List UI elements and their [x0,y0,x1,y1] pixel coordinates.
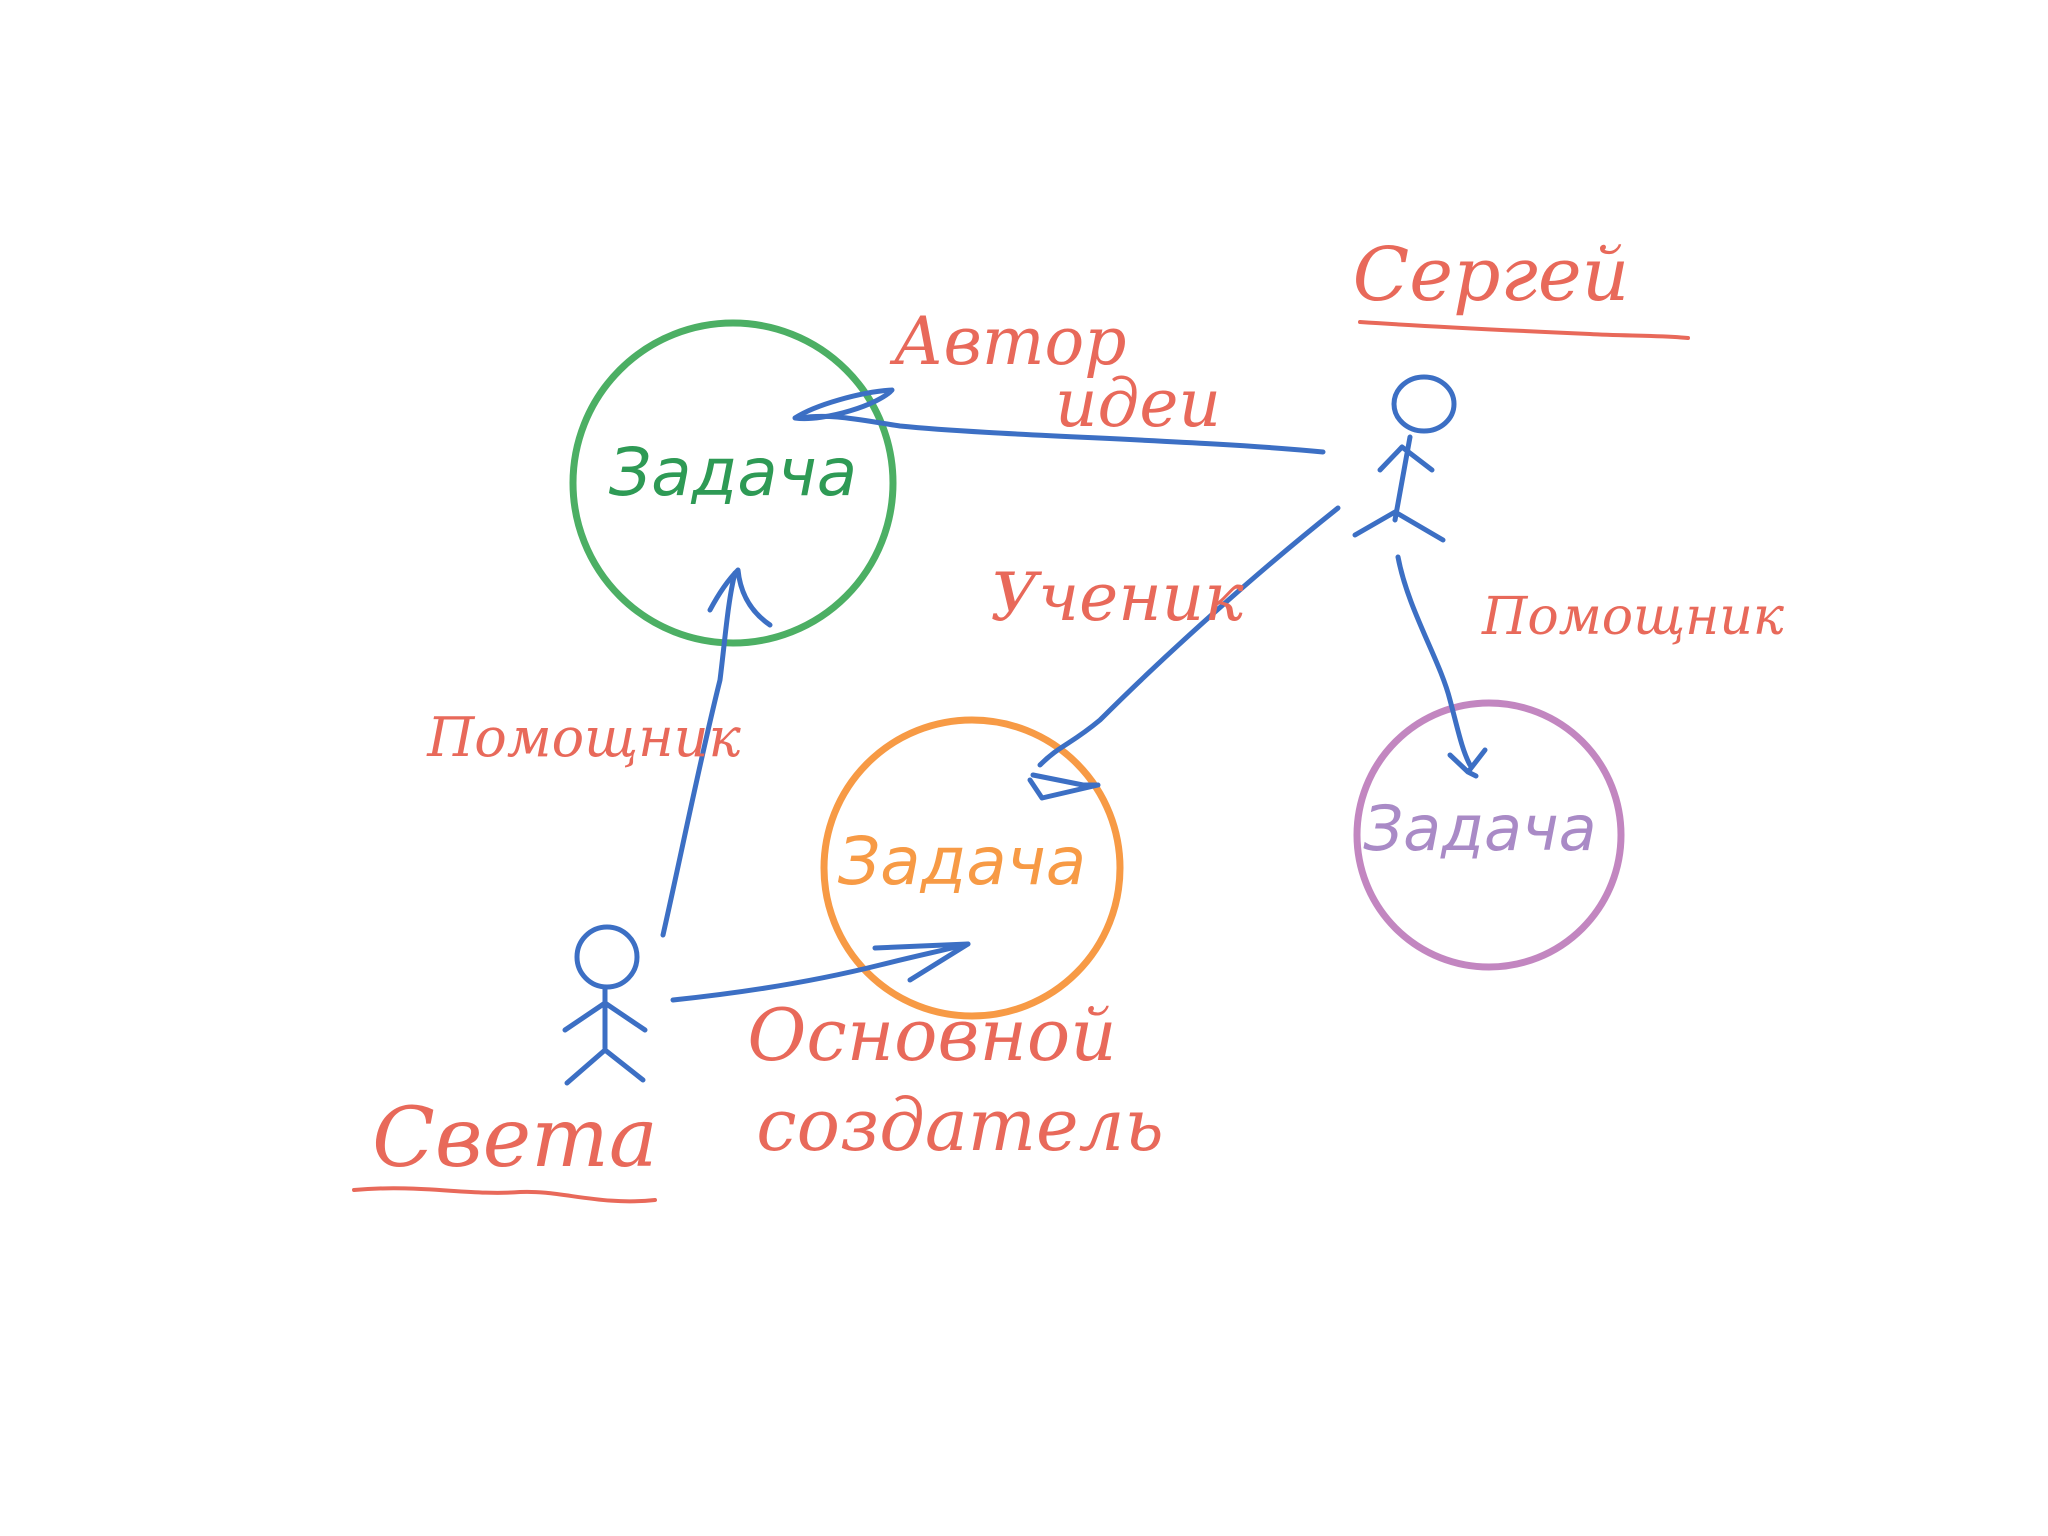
label-student: Ученик [990,559,1244,636]
arrow-head-author [792,387,895,422]
arrow-head-main-creator [872,941,971,983]
arrow-helper-sergey [1395,554,1488,779]
task-circle-purple [1353,699,1625,971]
label-helper-sergey: Помощник [1481,587,1785,647]
sveta-head [574,924,640,990]
label-author-line2: идеи [1055,365,1221,442]
stick-figure-sergey [1352,374,1457,543]
task-node-orange: Задача [820,716,1124,1020]
name-label-sveta: Света [352,1091,658,1204]
arrow-main-creator [670,941,971,1003]
arrow-head-student [1027,772,1101,801]
sveta-name-text: Света [372,1091,658,1186]
arrow-author-of-idea [792,387,1326,455]
task-node-purple: Задача [1353,699,1625,971]
sergey-legs [1352,509,1446,543]
task-circle-green [569,319,897,647]
arrow-head-helper-sveta [707,567,773,628]
task-label-orange: Задача [838,823,1086,900]
arrow-student [1027,505,1341,801]
task-circle-orange [820,716,1124,1020]
sveta-arms [562,1000,648,1033]
label-author-line1: Автор [890,303,1127,380]
task-label-green: Задача [609,434,857,511]
sergey-name-text: Сергей [1353,232,1630,318]
task-label-purple: Задача [1363,792,1596,865]
sergey-arms [1377,444,1435,473]
sveta-legs [564,1047,646,1086]
label-main-creator-line2: создатель [756,1083,1163,1167]
arrow-head-helper-sergey [1447,747,1488,779]
sveta-underline [352,1186,657,1204]
name-label-sergey: Сергей [1353,232,1690,340]
sergey-underline [1358,320,1690,340]
arrow-helper-sveta [660,567,773,938]
stick-figure-sveta [562,924,648,1086]
sergey-head [1391,374,1457,434]
task-node-green: Задача [569,319,897,647]
label-helper-sveta: Помощник [426,706,741,769]
label-main-creator-line1: Основной [747,993,1116,1077]
